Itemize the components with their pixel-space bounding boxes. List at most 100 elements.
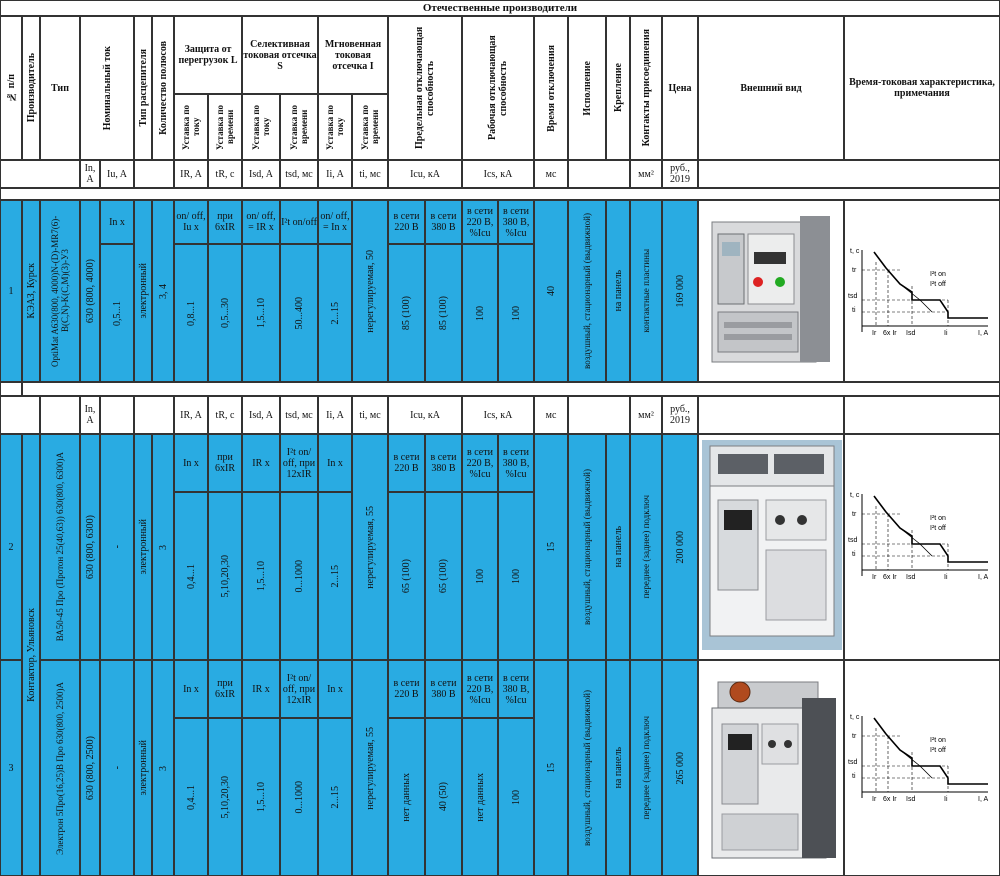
row1-icu220-head: в сети 220 В <box>388 200 425 244</box>
row1-s-time: 50...400 <box>293 296 305 330</box>
row1-poles: 3, 4 <box>157 283 169 299</box>
header-nominal: Номинальный ток <box>101 45 113 131</box>
curve-label-ii: Ii <box>944 796 948 803</box>
header-instant: Мгновенная токовая отсечка I <box>318 16 388 94</box>
row2-num: 2 <box>0 434 22 660</box>
unit-ics: Ics, кА <box>462 160 534 188</box>
row2-s-cur-head: IR x <box>242 434 280 492</box>
row3-icu220-head: в сети 220 В <box>388 660 425 718</box>
unit2-rub: руб., 2019 <box>662 396 698 434</box>
row3-poles: 3 <box>157 765 169 771</box>
row2-poles: 3 <box>157 544 169 550</box>
row2-price: 200 000 <box>674 530 686 564</box>
curve-label-isd: Isd <box>906 574 915 581</box>
header-selective: Селективная токовая отсечка S <box>242 16 318 94</box>
row1-mount: на панель <box>612 270 624 312</box>
curve-label-isd: Isd <box>906 796 915 803</box>
curve-line <box>873 495 988 563</box>
row2-ics220: 100 <box>474 568 486 584</box>
unit-ms: мс <box>534 160 568 188</box>
row2-s-time: 0...1000 <box>293 559 305 593</box>
unit2-tr: tR, c <box>208 396 242 434</box>
curve-label-y: t, c <box>850 714 860 721</box>
header-producer: Производитель <box>25 53 37 123</box>
unit2-ics: Ics, кА <box>462 396 534 434</box>
row2-icu380: 65 (100) <box>438 558 449 594</box>
curve-label-tr: tr <box>852 733 857 740</box>
row3-release: электронный <box>137 740 149 796</box>
row1-num: 1 <box>0 200 22 382</box>
unit-rub: руб., 2019 <box>662 160 698 188</box>
row3-ics220: нет данных <box>474 772 486 822</box>
row2-l-cur: 0,4...1 <box>185 563 197 589</box>
unit2-isd: Isd, A <box>242 396 280 434</box>
breaker-image-2 <box>702 440 842 650</box>
curve-label-tsd: tsd <box>848 537 857 544</box>
curve-label-tsd: tsd <box>848 293 857 300</box>
header-icu: Предельная отключающая способность <box>414 26 436 150</box>
row2-mount: на панель <box>612 526 624 568</box>
row1-i-cur: 2...15 <box>329 301 341 325</box>
row3-type: Электрон 5Про(16,25)В Про 630(800, 2500)… <box>55 681 65 855</box>
header-s-current: Уставка по току <box>251 104 271 150</box>
row2-i-cur-head: In x <box>318 434 352 492</box>
header-trip: Время отключения <box>545 44 557 132</box>
row1-icu220: 85 (100) <box>401 295 412 331</box>
row2-i-cur: 2...15 <box>329 564 341 588</box>
curve-label-x: I, A <box>978 330 988 337</box>
row1-trip: 40 <box>545 286 557 296</box>
curve-label-on: I²t on <box>930 515 946 522</box>
unit-tsd: tsd, мс <box>280 160 318 188</box>
row3-s-time-head: I²t on/ off, при 12xIR <box>280 660 318 718</box>
row2-contacts: переднее (заднее) подключ <box>641 495 651 599</box>
row2-release: электронный <box>137 519 149 575</box>
header-type: Тип <box>40 16 80 160</box>
row1-s-time-head: I²t on/off <box>280 200 318 244</box>
breaker-image-1 <box>711 216 830 363</box>
curve-label-six: 6x Ir <box>883 574 897 581</box>
row1-s-cur-head: on/ off, = IR x <box>242 200 280 244</box>
curve-label-ti: ti <box>852 551 856 558</box>
row1-ics220-head: в сети 220 В, %Icu <box>462 200 498 244</box>
row3-price: 265 000 <box>674 751 686 785</box>
unit2-mm2: мм² <box>630 396 662 434</box>
unit-mm2: мм² <box>630 160 662 188</box>
row1-l-cur-head: on/ off, Iu x <box>174 200 208 244</box>
curve-label-tr: tr <box>852 511 857 518</box>
row2-l-time: 5,10,20,30 <box>219 554 231 598</box>
row3-s-cur: 1,5...10 <box>255 782 267 812</box>
row2-ics380-head: в сети 380 В, %Icu <box>498 434 534 492</box>
row2-exec: воздушный, стационарный (выдвижной) <box>582 469 592 625</box>
row2-trip: 15 <box>545 542 557 552</box>
row1-ics380-head: в сети 380 В, %Icu <box>498 200 534 244</box>
row2-type: ВА50-45 Про (Протон 25(40,63)) 630(800, … <box>55 452 65 642</box>
row1-release: электронный <box>137 263 149 319</box>
row1-exec: воздушный, стационарный (выдвижной) <box>582 213 592 369</box>
row1-producer: КЭАЗ, Курск <box>25 263 37 319</box>
row1-contacts: контактные пластины <box>641 249 651 333</box>
header-i-time: Уставка по времени <box>360 104 380 150</box>
row2-nominal: 630 (800, 6300) <box>84 514 96 580</box>
row3-icu220: нет данных <box>401 772 412 822</box>
row3-s-cur-head: IR x <box>242 660 280 718</box>
curve-label-off: I²t off <box>930 281 946 288</box>
unit2-ii: Ii, A <box>318 396 352 434</box>
curve-label-y: t, c <box>850 248 860 255</box>
curve-label-on: I²t on <box>930 737 946 744</box>
breaker-image-3 <box>702 668 842 870</box>
curve-label-x: I, A <box>978 574 988 581</box>
curve-label-ir: Ir <box>872 330 877 337</box>
curve-label-ii: Ii <box>944 330 948 337</box>
curve-label-tr: tr <box>852 267 857 274</box>
header-s-time: Уставка по времени <box>289 104 309 150</box>
row3-nominal: 630 (800, 2500) <box>84 735 96 801</box>
curve-label-off: I²t off <box>930 747 946 754</box>
table-title: Отечественные производители <box>0 0 1000 16</box>
row2-l-time-head: при 6xIR <box>208 434 242 492</box>
header-i-current: Уставка по току <box>325 104 345 150</box>
unit-ti: ti, мс <box>352 160 388 188</box>
row2-ics380: 100 <box>510 568 522 584</box>
row1-l-time: 0,5...30 <box>219 298 231 328</box>
header-ics: Рабочая отключающая способность <box>487 35 509 141</box>
